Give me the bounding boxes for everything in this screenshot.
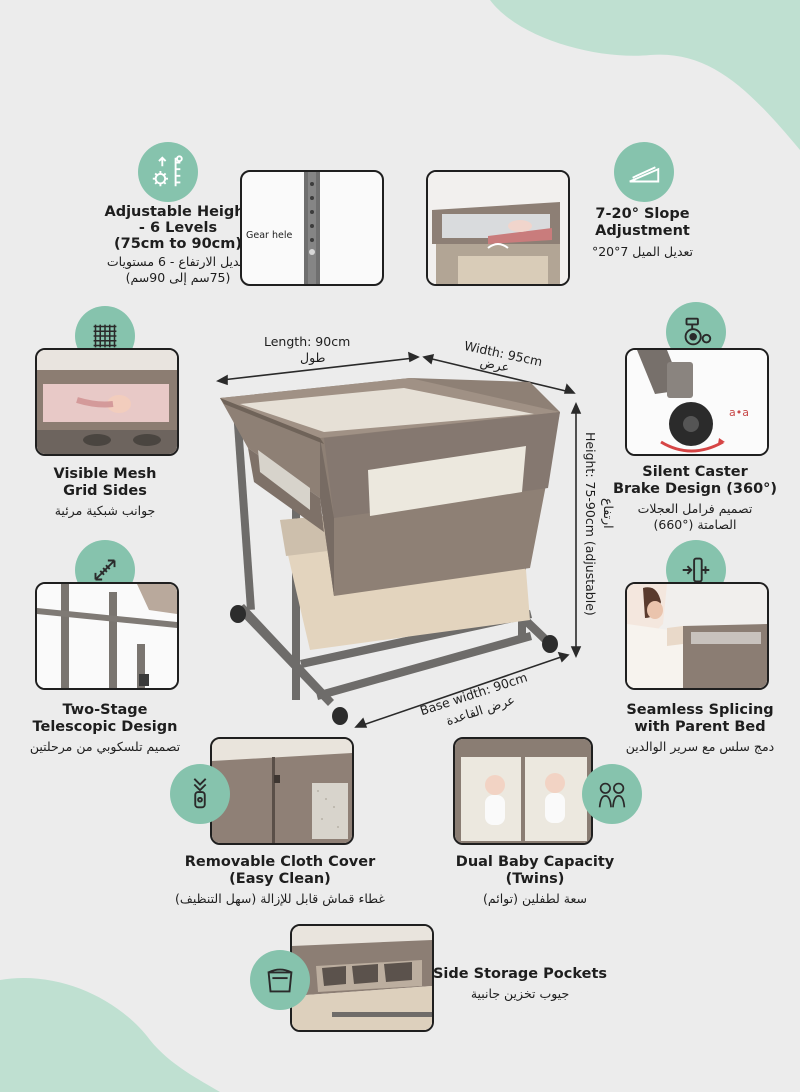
length-label: Length: 90cm — [264, 334, 351, 349]
caster-ar-2: الصامتة (°660) — [653, 517, 737, 532]
zipper-icon — [170, 764, 230, 824]
slope-ar: تعديل الميل 7°20° — [591, 244, 694, 259]
bottom-left-blob — [0, 978, 220, 1092]
height-title-3: (75cm to 90cm) — [113, 236, 242, 252]
splicing-title-1: Seamless Splicing — [626, 702, 774, 718]
mesh-ar: جوانب شبكية مرئية — [54, 503, 156, 518]
length-ar-label: طول — [300, 350, 326, 365]
caster-ar-1: تصميم فرامل العجلات — [637, 501, 753, 516]
twins-title-2: (Twins) — [505, 871, 565, 887]
height-ar-2: (75سم إلى 90سم) — [125, 270, 231, 285]
height-title-2: - 6 Levels — [138, 220, 218, 236]
slope-photo — [426, 170, 570, 286]
mesh-title-1: Visible Mesh — [53, 466, 157, 482]
pockets-ar: جيوب تخزين جانبية — [470, 986, 570, 1001]
cover-title-2: (Easy Clean) — [229, 871, 331, 887]
pockets-photo — [290, 924, 434, 1032]
height-gear-icon — [138, 142, 198, 202]
mesh-photo — [35, 348, 179, 456]
height-ar-1: تعديل الارتفاع - 6 مستويات — [106, 254, 250, 269]
svg-text:a•a: a•a — [729, 406, 749, 419]
cover-title-1: Removable Cloth Cover — [184, 854, 376, 870]
height-dim-label: Height: 75-90cm (adjustable) — [583, 432, 598, 616]
slope-title-1: 7-20° Slope — [595, 206, 690, 222]
twins-title-1: Dual Baby Capacity — [455, 854, 615, 870]
twin-babies-icon — [582, 764, 642, 824]
splicing-title-2: with Parent Bed — [634, 719, 766, 735]
slope-icon — [614, 142, 674, 202]
telescopic-photo — [35, 582, 179, 690]
crib-illustration — [216, 351, 582, 728]
storage-basket-icon — [250, 950, 310, 1010]
height-title-1: Adjustable Height — [104, 204, 252, 220]
cover-photo — [210, 737, 354, 845]
gear-hole-label: Gear hele — [246, 230, 293, 241]
slope-title-2: Adjustment — [595, 223, 690, 239]
telescopic-title-1: Two-Stage — [62, 702, 148, 718]
caster-photo: a•a — [625, 348, 769, 456]
twins-ar: سعة لطفلين (توائم) — [483, 891, 587, 906]
telescopic-title-2: Telescopic Design — [32, 719, 178, 735]
top-right-blob — [490, 0, 800, 150]
twins-photo — [453, 737, 593, 845]
cover-ar: غطاء قماش قابل للإزالة (سهل التنظيف) — [175, 891, 385, 906]
pockets-title: Side Storage Pockets — [432, 966, 608, 982]
caster-title-1: Silent Caster — [642, 464, 748, 480]
mesh-title-2: Grid Sides — [63, 483, 147, 499]
telescopic-ar: تصميم تلسكوبي من مرحلتين — [29, 739, 181, 754]
caster-title-2: Brake Design (360°) — [612, 481, 778, 497]
splicing-ar: دمج سلس مع سرير الوالدين — [625, 739, 775, 754]
splicing-photo — [625, 582, 769, 690]
height-gear-photo — [240, 170, 384, 286]
height-ar-label: ارتفاع — [601, 498, 616, 529]
